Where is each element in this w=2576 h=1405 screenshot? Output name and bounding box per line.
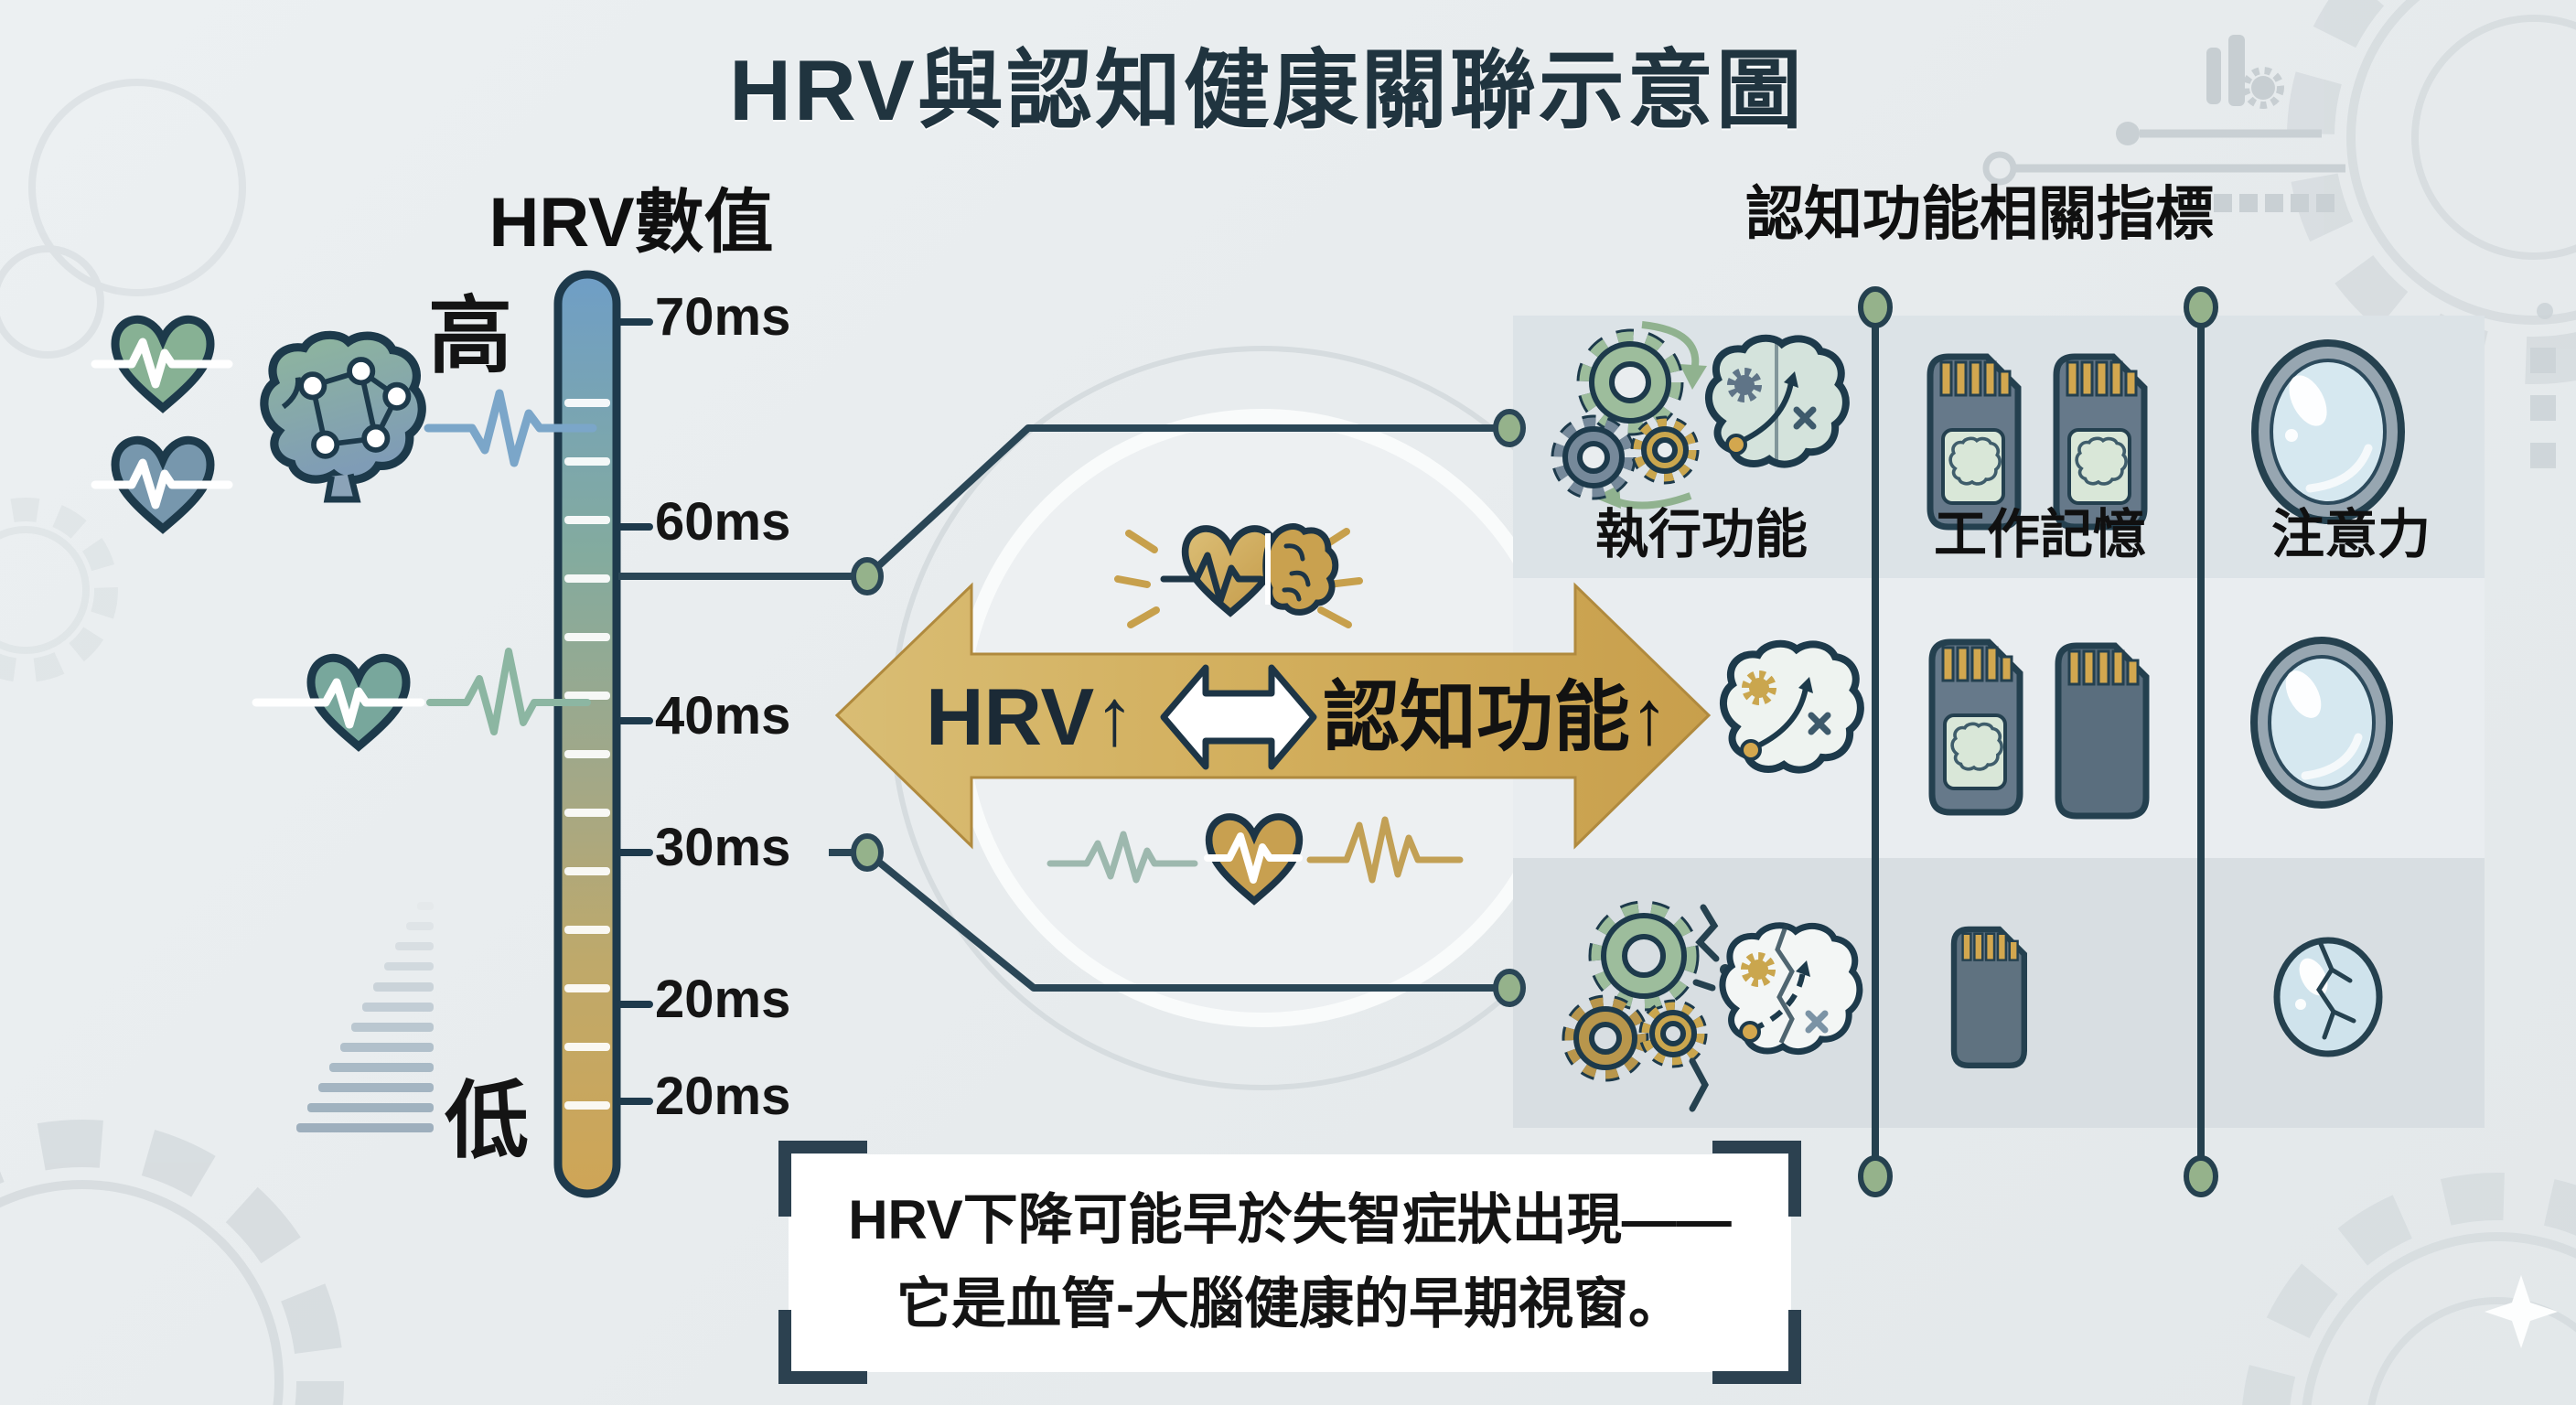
ecg-wave-green-icon — [426, 648, 591, 735]
heart-ecg-gold-icon — [1204, 817, 1299, 901]
double-arrow-icon — [1160, 664, 1317, 770]
arrow-label-hrv: HRV↑ — [926, 671, 1135, 762]
hrv-thermometer — [553, 270, 653, 1198]
arrow-label-cognition: 認知功能↑ — [1323, 674, 1669, 760]
working-memory-icon — [1927, 353, 2022, 531]
working-memory-card-icon — [1928, 638, 2023, 816]
cracked-lens-icon — [2273, 937, 2383, 1057]
attention-lens-icon — [2250, 637, 2393, 809]
memory-card-plain-icon — [2055, 642, 2150, 820]
cognitive-panel-header: 認知功能相關指標 — [1745, 181, 2214, 247]
tick-40ms: 40ms — [655, 686, 791, 745]
grid-dividers — [1858, 286, 2218, 1197]
column-label-attention: 注意力 — [2270, 505, 2431, 564]
ecg-wave-gold-small-icon — [1306, 816, 1464, 884]
connector-nodes — [851, 409, 1526, 1007]
ecg-wave-teal-small-icon — [1046, 831, 1198, 884]
hrv-scale-title: HRV數值 — [488, 184, 774, 262]
footnote-line-1: HRV下降可能早於失智症狀出現—— — [848, 1189, 1732, 1250]
scale-low-label: 低 — [445, 1075, 530, 1168]
bg-gear-left-icon — [0, 498, 118, 682]
tick-20ms-upper: 20ms — [655, 970, 791, 1029]
bg-circuit-lines-icon — [1982, 122, 2345, 212]
memory-card-plain-icon — [1950, 926, 2028, 1069]
bg-bottles-icon — [2206, 35, 2284, 109]
tick-30ms: 30ms — [655, 818, 791, 877]
scale-tick-marks — [615, 318, 653, 1105]
tick-70ms: 70ms — [655, 287, 791, 347]
attention-lens-icon — [2251, 339, 2405, 524]
bg-gear-top-right-icon — [2287, 0, 2576, 384]
scale-high-label: 高 — [428, 290, 513, 383]
broken-executive-icon — [1562, 900, 1860, 1112]
executive-function-icon — [1551, 321, 1846, 509]
page-title: HRV與認知健康關聯示意圖 — [729, 42, 1805, 138]
connector-low — [829, 849, 1502, 992]
bg-gear-bottom-right-icon — [2242, 1173, 2576, 1405]
bg-squares-right-icon — [2530, 303, 2556, 468]
column-label-memory: 工作記憶 — [1933, 505, 2146, 564]
sparkle-icon — [2485, 1275, 2558, 1348]
footnote-line-2: 它是血管-大腦健康的早期視窗。 — [896, 1273, 1683, 1335]
brain-network-icon — [264, 335, 422, 503]
bg-gear-bottom-left-icon — [0, 1120, 344, 1405]
heart-ecg-teal-icon — [252, 658, 425, 746]
tick-60ms: 60ms — [655, 492, 791, 552]
heart-ecg-green-icon — [91, 319, 233, 408]
footnote-box — [778, 1141, 1801, 1384]
column-label-executive: 執行功能 — [1594, 505, 1808, 564]
brain-strategy-icon — [1723, 644, 1861, 770]
tick-20ms-lower: 20ms — [655, 1067, 791, 1126]
heart-ecg-blue-icon — [91, 440, 233, 529]
bg-circles-top-left-icon — [0, 79, 246, 359]
ecg-wave-blue-icon — [424, 389, 597, 467]
working-memory-icon — [2053, 353, 2148, 531]
heart-brain-icon — [1114, 523, 1363, 628]
decline-staircase-icon — [296, 902, 434, 1132]
connector-high — [618, 424, 1502, 580]
